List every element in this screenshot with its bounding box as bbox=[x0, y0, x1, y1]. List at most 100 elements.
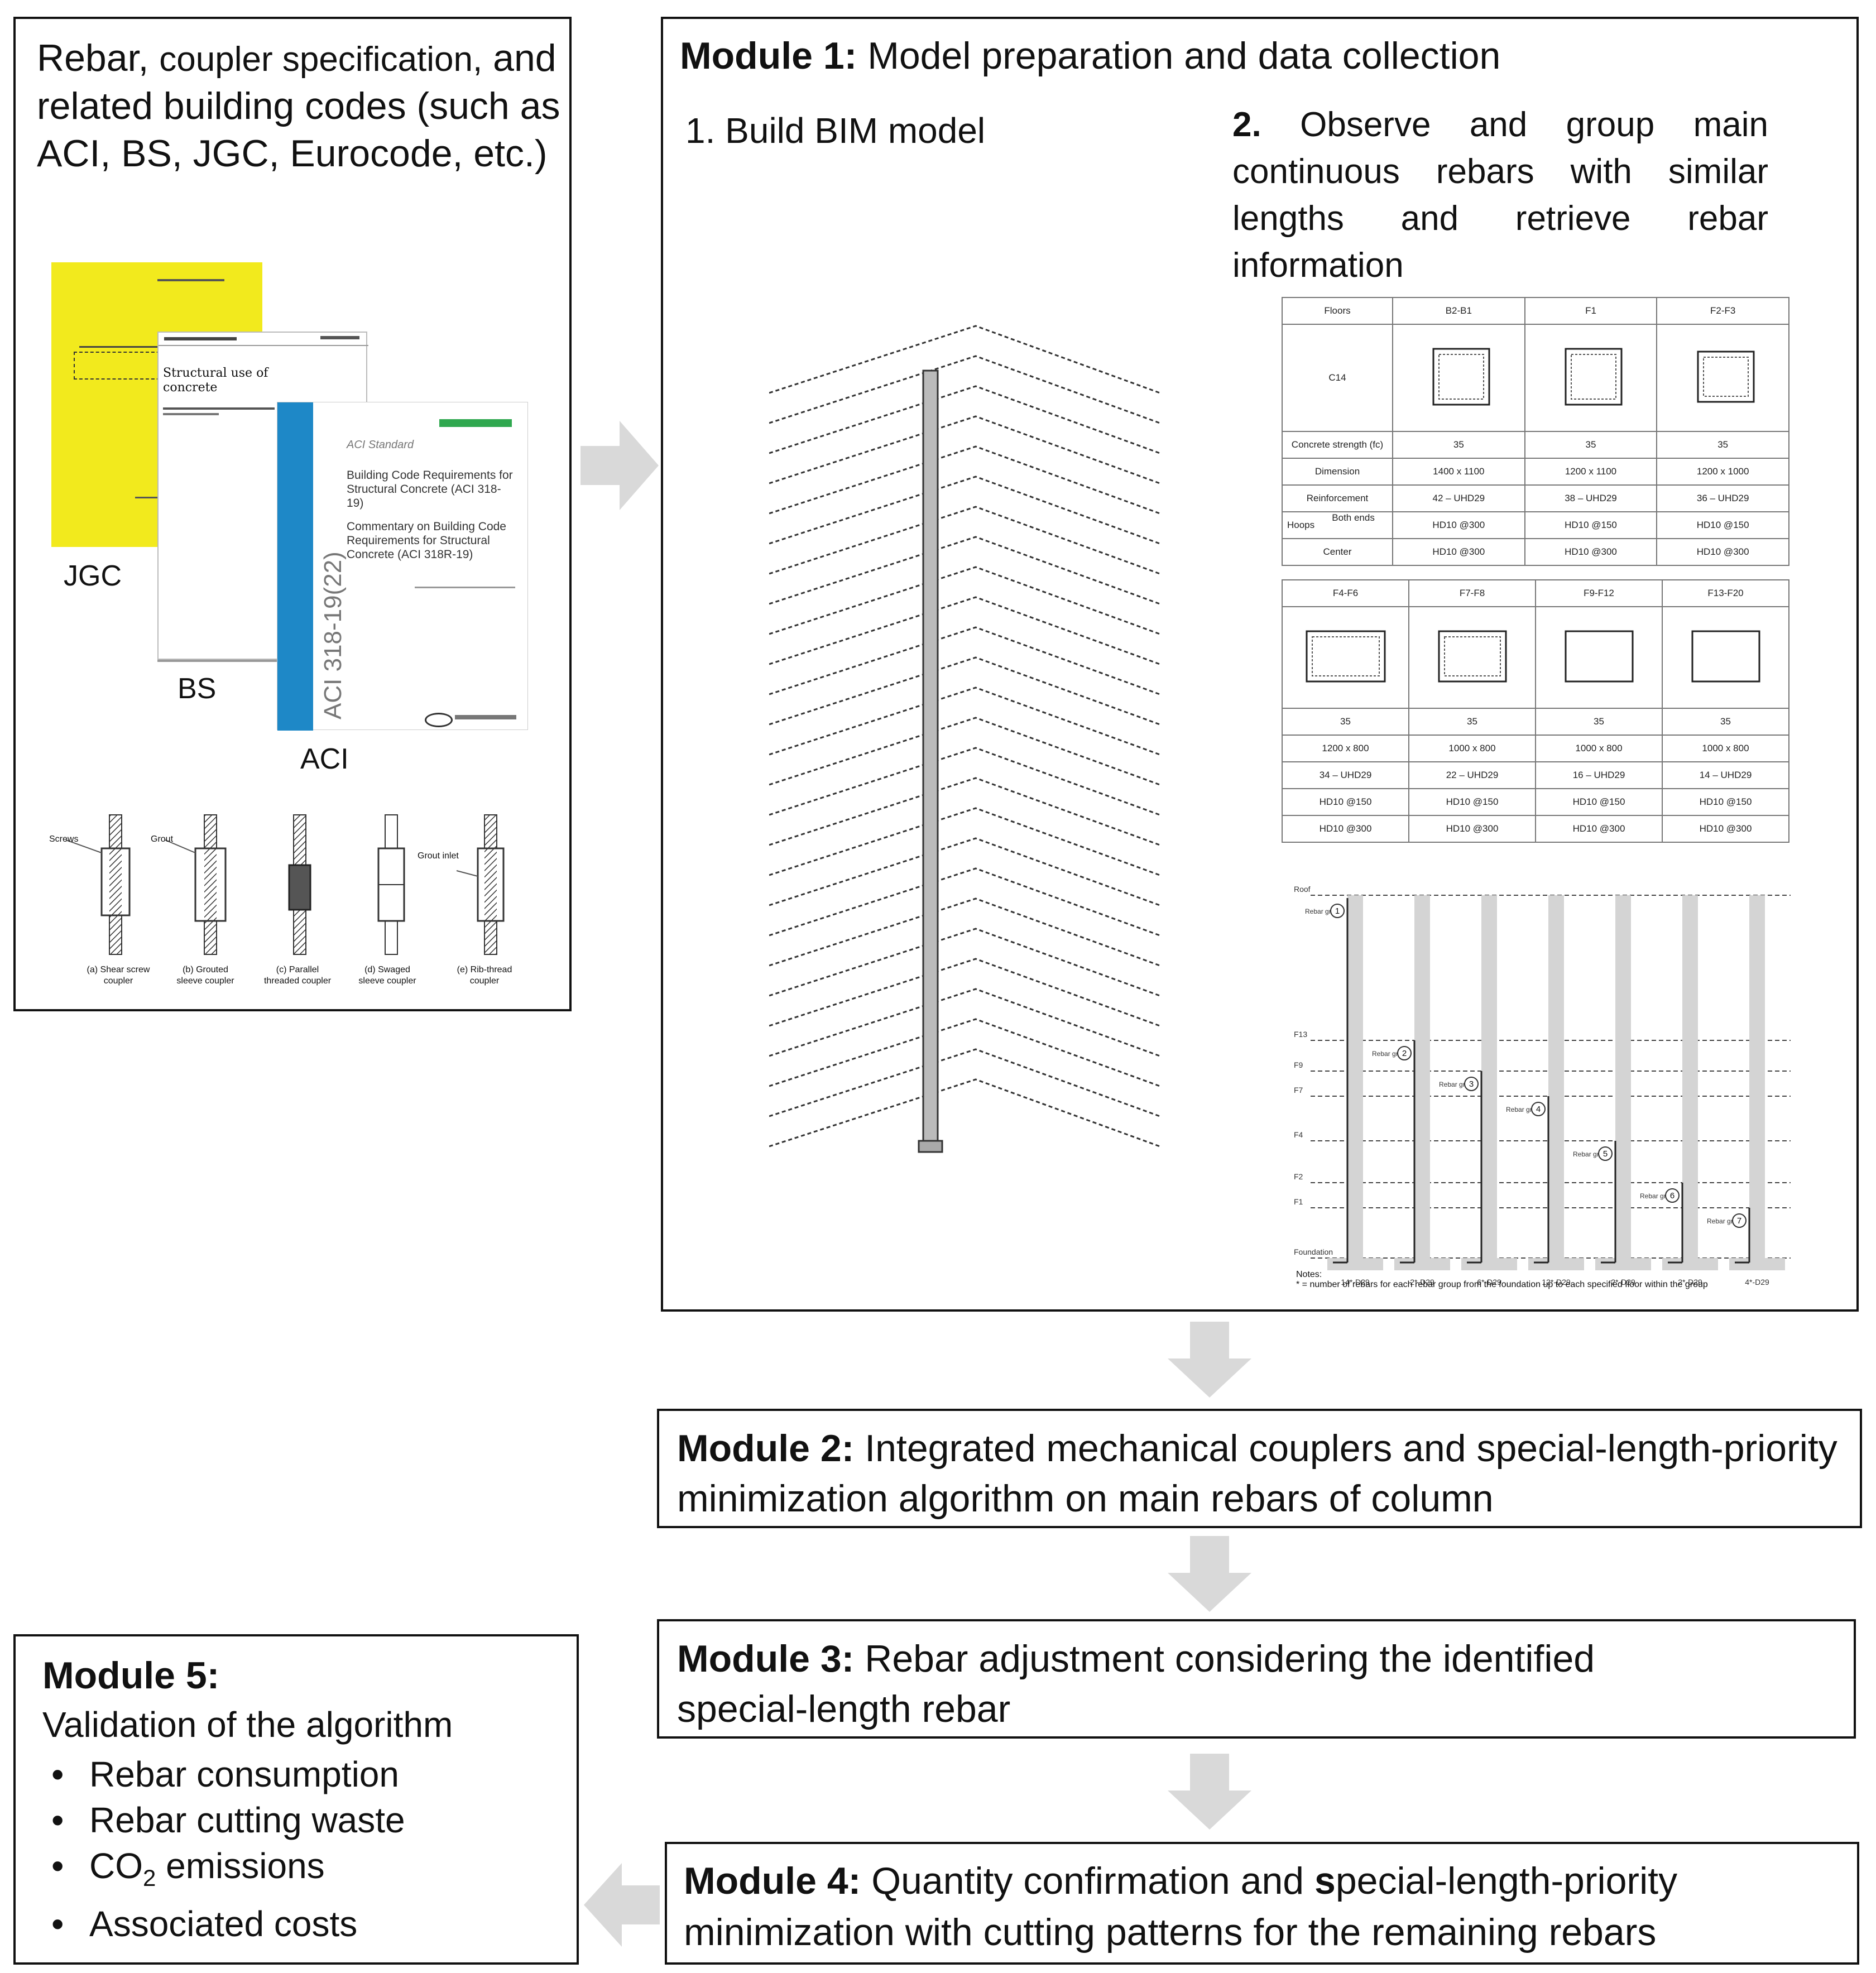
module-4-description-1: Quantity confirmation and bbox=[861, 1860, 1314, 1902]
column-section-icon bbox=[1438, 630, 1506, 682]
arrow-right-icon bbox=[580, 421, 659, 510]
rebar-count-label: 4*-D29 bbox=[1745, 1278, 1769, 1286]
floor-label: Roof bbox=[1294, 885, 1311, 894]
section-drawing-cell bbox=[1535, 606, 1663, 709]
coupler-caption-a: (a) Shear screw coupler bbox=[87, 965, 150, 986]
rebar-count-label: 12*-D29 bbox=[1542, 1278, 1571, 1286]
both-ends-label: Both ends bbox=[1332, 512, 1375, 523]
group-number: 1 bbox=[1335, 906, 1340, 916]
table-header: F4-F6 bbox=[1282, 579, 1409, 607]
module-5-subtitle: Validation of the algorithm bbox=[42, 1705, 453, 1745]
column-shade bbox=[1347, 895, 1363, 1258]
step-2-number: 2. bbox=[1232, 105, 1261, 144]
column-shade bbox=[1749, 895, 1765, 1258]
step-2-description: Observe and group main continuous rebars… bbox=[1232, 105, 1768, 285]
rebar-count-label: 2*-D29 bbox=[1611, 1278, 1635, 1286]
coupler-label-screws: Screws bbox=[49, 834, 79, 844]
table-cell: 35 bbox=[1524, 431, 1658, 459]
grouted-sleeve-coupler bbox=[165, 814, 227, 955]
arrow-down-icon bbox=[1168, 1322, 1251, 1398]
group-number-badge bbox=[1397, 1046, 1412, 1060]
parallel-threaded-coupler bbox=[288, 814, 311, 955]
jgc-label: JGC bbox=[64, 560, 122, 592]
co2-text: CO bbox=[89, 1846, 143, 1886]
table-cell: HD10 @150 bbox=[1656, 511, 1789, 539]
bim-model-drawing bbox=[769, 325, 1160, 1153]
rebar-table-top: Floors B2-B1 F1 F2-F3 C14 Concrete stren… bbox=[1282, 297, 1789, 566]
arrow-down-icon bbox=[1168, 1536, 1251, 1612]
group-number-badge bbox=[1732, 1213, 1747, 1228]
aci-cover: ACI Standard Building Code Requirements … bbox=[277, 402, 528, 731]
floor-outline bbox=[769, 536, 1160, 605]
coupler-caption-d: (d) Swaged sleeve coupler bbox=[358, 965, 416, 986]
section-drawing-cell bbox=[1656, 324, 1789, 432]
column-section-icon bbox=[1432, 348, 1490, 405]
floor-outline bbox=[769, 385, 1160, 454]
coupler-caption-c: (c) Parallel threaded coupler bbox=[263, 965, 332, 986]
table-cell: 1200 x 1100 bbox=[1524, 458, 1658, 486]
section-drawing-cell bbox=[1524, 324, 1658, 432]
section-drawing-cell bbox=[1662, 606, 1789, 709]
table-row-label: Hoops Both ends bbox=[1282, 511, 1393, 539]
table-header: F13-F20 bbox=[1662, 579, 1789, 607]
column-section-icon bbox=[1306, 630, 1385, 682]
bim-footing bbox=[918, 1140, 943, 1153]
section-drawing-cell bbox=[1408, 606, 1536, 709]
module-1-heading: Module 1: Model preparation and data col… bbox=[680, 32, 1500, 80]
step-1-text: 1. Build BIM model bbox=[685, 111, 986, 151]
group-number-badge bbox=[1598, 1146, 1613, 1161]
arrow-left-icon bbox=[584, 1863, 660, 1947]
table-cell: 1000 x 800 bbox=[1535, 735, 1663, 762]
column-section-icon bbox=[1565, 630, 1633, 682]
table-cell: 1400 x 1100 bbox=[1392, 458, 1525, 486]
rebar-count-label: 6*-D29 bbox=[1477, 1278, 1501, 1286]
table-cell: 34 – UHD29 bbox=[1282, 761, 1409, 789]
table-cell: 35 bbox=[1656, 431, 1789, 459]
floor-outline bbox=[769, 1018, 1160, 1087]
table-row-label: Reinforcement bbox=[1282, 484, 1393, 512]
table-cell: 35 bbox=[1408, 708, 1536, 736]
specifications-title: Rebar, coupler specification, and relate… bbox=[37, 35, 562, 178]
title-codes: and related building codes (such as ACI,… bbox=[37, 37, 560, 175]
aci-spine bbox=[277, 402, 313, 731]
column-shade bbox=[1615, 895, 1631, 1258]
arrow-down-icon bbox=[1168, 1754, 1251, 1830]
table-cell: 36 – UHD29 bbox=[1656, 484, 1789, 512]
table-cell: HD10 @150 bbox=[1524, 511, 1658, 539]
module-5-heading: Module 5: bbox=[42, 1652, 219, 1700]
floor-label: Foundation bbox=[1294, 1247, 1333, 1256]
bs-label: BS bbox=[177, 673, 217, 705]
table-cell: 35 bbox=[1282, 708, 1409, 736]
footing-shade bbox=[1662, 1258, 1718, 1270]
module-3-label: Module 3: bbox=[677, 1638, 855, 1680]
table-cell: HD10 @300 bbox=[1282, 815, 1409, 843]
group-number: 2 bbox=[1402, 1049, 1407, 1058]
module-4-box: Module 4: Quantity confirmation and spec… bbox=[665, 1842, 1859, 1965]
emissions-text: emissions bbox=[166, 1846, 325, 1886]
group-number: 6 bbox=[1670, 1191, 1675, 1201]
floor-outline bbox=[769, 988, 1160, 1057]
co2-subscript: 2 bbox=[143, 1864, 156, 1891]
module-2-box: Module 2: Integrated mechanical couplers… bbox=[657, 1409, 1862, 1528]
table-cell: 1000 x 800 bbox=[1662, 735, 1789, 762]
floor-outline bbox=[769, 867, 1160, 937]
floor-outline bbox=[769, 506, 1160, 575]
table-cell: 14 – UHD29 bbox=[1662, 761, 1789, 789]
table-cell: HD10 @150 bbox=[1662, 788, 1789, 816]
column-shade bbox=[1414, 895, 1430, 1258]
aci-label: ACI bbox=[300, 743, 349, 775]
coupler-caption-e: (e) Rib-thread coupler bbox=[457, 965, 512, 986]
hoops-label: Hoops bbox=[1287, 520, 1315, 530]
list-item: Associated costs bbox=[42, 1901, 405, 1947]
aci-badge bbox=[439, 419, 512, 427]
notes-title: Notes: bbox=[1296, 1270, 1322, 1279]
table-cell: HD10 @150 bbox=[1408, 788, 1536, 816]
module-3-description: Rebar adjustment considering the identif… bbox=[677, 1638, 1595, 1730]
group-number: 4 bbox=[1536, 1105, 1541, 1114]
floor-outline bbox=[769, 717, 1160, 786]
floor-outline bbox=[769, 837, 1160, 906]
table-cell: 38 – UHD29 bbox=[1524, 484, 1658, 512]
module-1-box: Module 1: Model preparation and data col… bbox=[661, 17, 1859, 1312]
column-shade bbox=[1548, 895, 1564, 1258]
table-header: F9-F12 bbox=[1535, 579, 1663, 607]
